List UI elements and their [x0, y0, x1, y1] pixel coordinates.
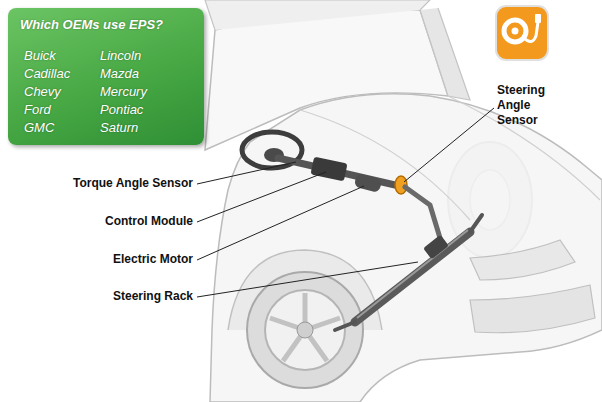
rack-housing	[423, 235, 449, 260]
part-label: Control Module	[105, 214, 193, 229]
oem-list-box: Which OEMs use EPS? BuickCadillacChevyFor…	[8, 8, 204, 145]
car-body	[210, 94, 602, 402]
manufacturer-name: Buick	[24, 48, 56, 63]
front-wheel	[247, 272, 363, 388]
roof	[205, 0, 430, 30]
electric-motor	[354, 173, 383, 193]
sensor-icon-core	[512, 28, 519, 35]
manufacturer-name: GMC	[24, 120, 54, 135]
manufacturer-name: Mazda	[100, 66, 139, 81]
tie-rod	[470, 215, 482, 232]
manufacturer-name: Pontiac	[100, 102, 143, 117]
manufacturer-name: Mercury	[100, 84, 147, 99]
box-heading: Which OEMs use EPS?	[20, 17, 163, 32]
manufacturer-name: Saturn	[100, 120, 138, 135]
manufacturer-name: Ford	[24, 102, 51, 117]
part-label: Steering Rack	[113, 289, 193, 304]
part-label: Torque Angle Sensor	[73, 176, 193, 191]
sensor-icon	[496, 6, 548, 60]
a-pillar	[420, 8, 470, 100]
rack-highlight	[357, 230, 468, 318]
headlight	[470, 240, 575, 280]
tie-rod	[335, 322, 355, 330]
manufacturer-name: Cadillac	[24, 66, 70, 81]
grille	[470, 285, 595, 333]
windshield	[205, 10, 448, 150]
manufacturer-name: Chevy	[24, 84, 61, 99]
steering-rack	[355, 232, 470, 322]
sensor-icon-plug	[535, 14, 541, 23]
control-module	[311, 157, 348, 182]
rim-spokes	[270, 293, 340, 361]
front-hub	[297, 322, 313, 338]
manufacturer-name: Lincoln	[100, 48, 141, 63]
leader-lines	[197, 108, 494, 297]
intermediate-shaft	[405, 187, 440, 238]
part-label: Steering Angle Sensor	[497, 83, 569, 128]
sensor-icon-cable	[524, 22, 538, 42]
part-label: Electric Motor	[113, 252, 193, 267]
